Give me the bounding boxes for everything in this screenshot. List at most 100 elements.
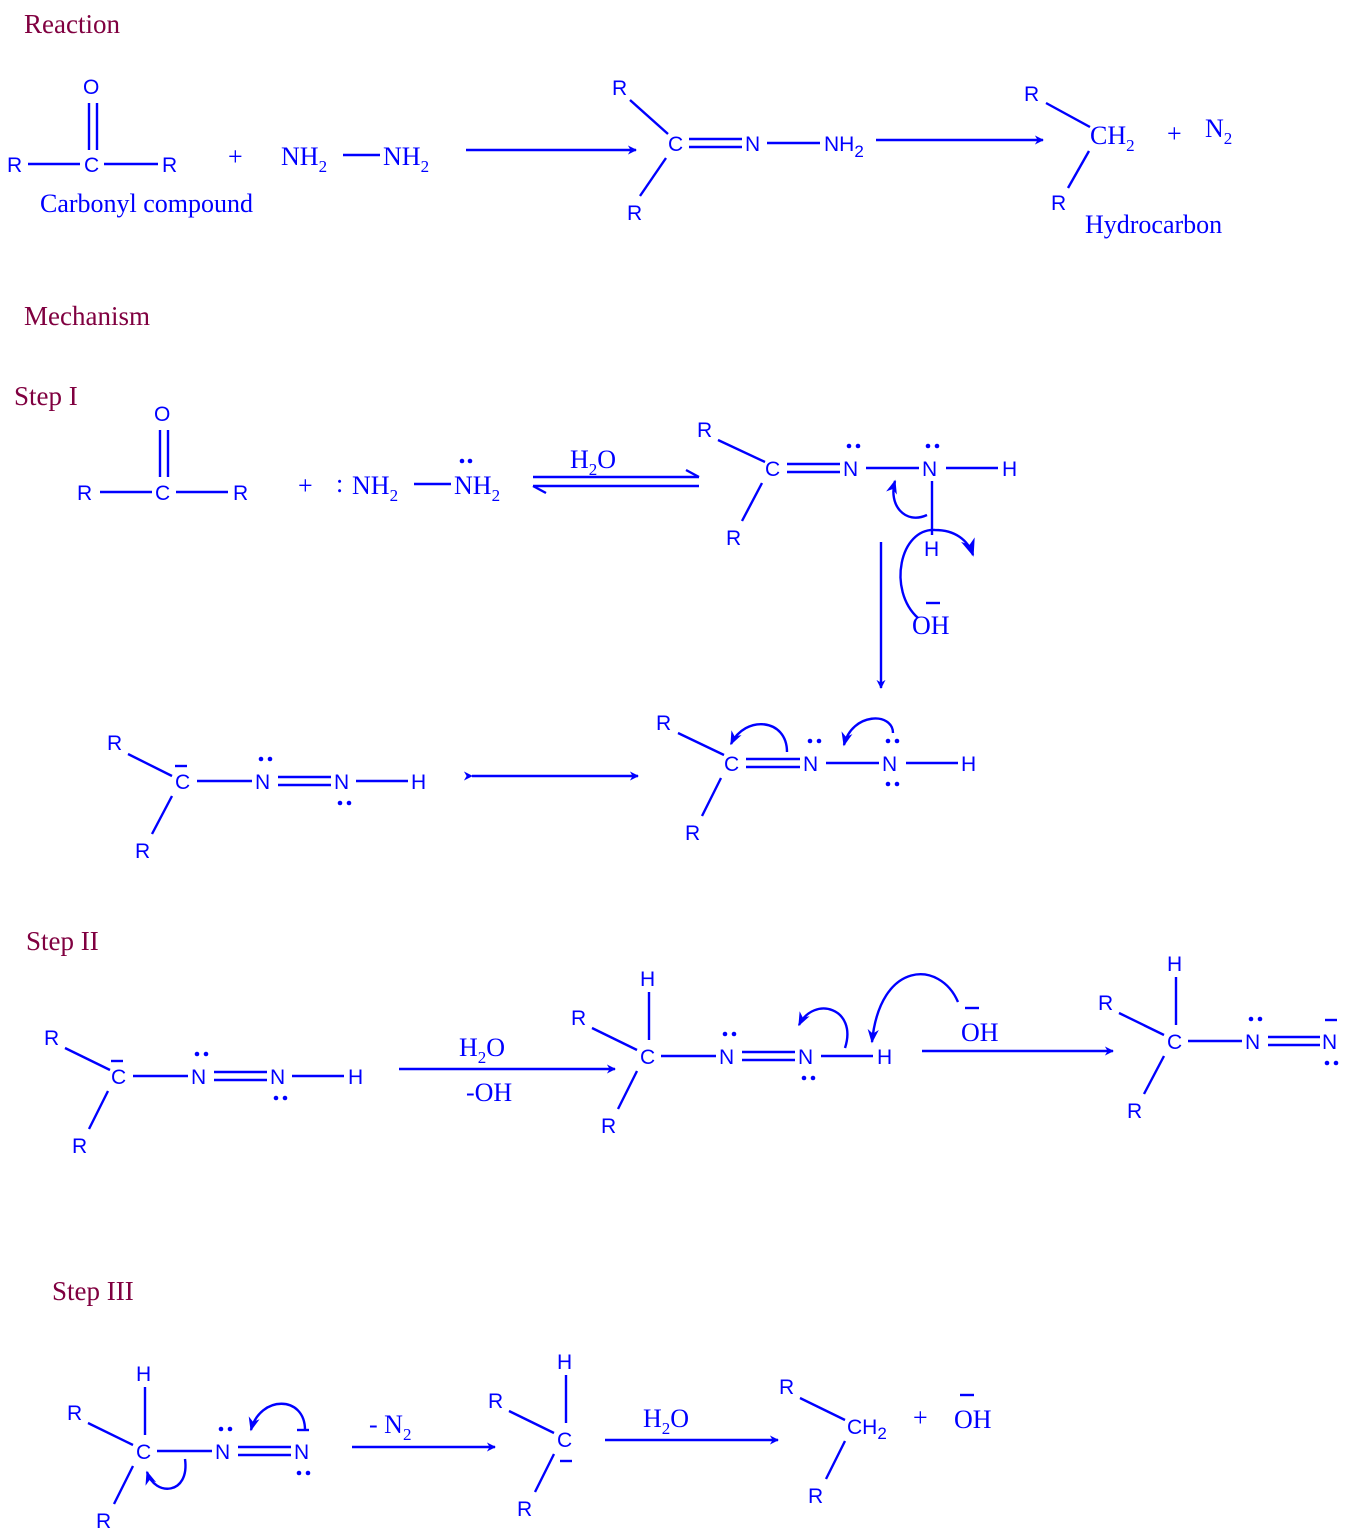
curved-arrow xyxy=(145,1458,187,1490)
svg-text:R: R xyxy=(77,482,92,505)
svg-text:R: R xyxy=(697,419,712,442)
svg-text:C: C xyxy=(136,1441,151,1464)
svg-text:C: C xyxy=(640,1046,655,1069)
heading-step-2: Step II xyxy=(26,926,99,956)
svg-text:+: + xyxy=(298,471,313,500)
svg-text:-OH: -OH xyxy=(466,1078,512,1107)
svg-text:R: R xyxy=(44,1027,59,1050)
step2-arrow-1: H2O -OH xyxy=(399,1033,616,1107)
hydroxide: OH xyxy=(912,611,950,640)
heading-step-3: Step III xyxy=(52,1276,134,1306)
svg-text:R: R xyxy=(627,202,642,225)
step1-hydrazine: : NH2 NH2 xyxy=(336,458,500,505)
curved-arrow xyxy=(867,973,960,1044)
heading-reaction: Reaction xyxy=(24,9,120,39)
caption-hydrocarbon: Hydrocarbon xyxy=(1085,210,1222,239)
curved-arrow xyxy=(797,1007,849,1049)
svg-text:H: H xyxy=(411,771,426,794)
product-nitrogen: N2 xyxy=(1205,114,1232,148)
svg-text:R: R xyxy=(1051,192,1066,215)
step3-arrow-2: H2O xyxy=(605,1404,779,1445)
svg-text:O: O xyxy=(154,403,170,426)
curved-arrow xyxy=(886,479,928,519)
svg-text:H2O: H2O xyxy=(459,1033,505,1067)
svg-text:H: H xyxy=(961,753,976,776)
svg-text:N: N xyxy=(719,1046,734,1069)
svg-text:R: R xyxy=(488,1390,503,1413)
step3-diazene: H R C R N N xyxy=(67,1363,311,1533)
svg-text:C: C xyxy=(111,1066,126,1089)
step3-arrow-1: - N2 xyxy=(352,1410,496,1452)
svg-text:N: N xyxy=(843,458,858,481)
svg-text:N: N xyxy=(1245,1031,1260,1054)
svg-text:R: R xyxy=(571,1007,586,1030)
svg-text:R: R xyxy=(601,1115,616,1138)
svg-text:C: C xyxy=(765,458,780,481)
svg-text:- N2: - N2 xyxy=(369,1410,411,1444)
svg-text:C: C xyxy=(155,482,170,505)
step2-arrow-2: OH xyxy=(922,1006,1114,1056)
caption-carbonyl: Carbonyl compound xyxy=(40,189,253,218)
svg-text:R: R xyxy=(685,822,700,845)
svg-text:H: H xyxy=(1002,458,1017,481)
product-hydrocarbon: R CH2 R Hydrocarbon xyxy=(1024,83,1222,239)
svg-text:H: H xyxy=(1167,953,1182,976)
svg-text:H2O: H2O xyxy=(643,1404,689,1438)
svg-text:H: H xyxy=(557,1351,572,1374)
svg-text:H: H xyxy=(924,538,939,561)
svg-text::: : xyxy=(336,469,343,498)
svg-text:CH2: CH2 xyxy=(847,1416,887,1443)
svg-text:H2O: H2O xyxy=(570,445,616,479)
svg-text:R: R xyxy=(808,1485,823,1508)
svg-text:N: N xyxy=(1322,1031,1337,1054)
svg-text:R: R xyxy=(656,712,671,735)
svg-text:N: N xyxy=(798,1046,813,1069)
svg-text:R: R xyxy=(233,482,248,505)
svg-text:N: N xyxy=(803,753,818,776)
curved-arrow xyxy=(248,1402,307,1432)
step3-carbanion: H R C R xyxy=(488,1351,572,1521)
svg-text:NH2: NH2 xyxy=(352,471,398,505)
svg-text:N: N xyxy=(922,458,937,481)
svg-text:R: R xyxy=(96,1510,111,1533)
step3-product: R CH2 R xyxy=(779,1376,887,1508)
svg-text:H: H xyxy=(640,968,655,991)
resonance-carbanion: R C R N N H xyxy=(107,732,426,863)
svg-text:C: C xyxy=(724,753,739,776)
svg-text:C: C xyxy=(1167,1031,1182,1054)
svg-text:N: N xyxy=(215,1441,230,1464)
svg-text:C: C xyxy=(175,771,190,794)
svg-text:H: H xyxy=(877,1046,892,1069)
svg-text:R: R xyxy=(612,77,627,100)
curved-arrow xyxy=(899,528,975,619)
step2-carbanion: R C R N N H xyxy=(44,1027,363,1158)
svg-text:N: N xyxy=(294,1441,309,1464)
curved-arrow xyxy=(729,723,789,753)
svg-text:H: H xyxy=(348,1066,363,1089)
equilibrium-arrow: H2O xyxy=(532,445,700,495)
svg-text:R: R xyxy=(67,1402,82,1425)
svg-text:N: N xyxy=(270,1066,285,1089)
reactant-hydrazine: NH2 NH2 xyxy=(281,142,429,176)
svg-text:N: N xyxy=(334,771,349,794)
step2-protonated: H R C R N N H xyxy=(571,968,892,1138)
svg-text:N: N xyxy=(191,1066,206,1089)
svg-text:R: R xyxy=(107,732,122,755)
svg-text:+: + xyxy=(913,1403,928,1432)
heading-mechanism: Mechanism xyxy=(24,301,150,331)
svg-text:NH2: NH2 xyxy=(281,142,327,176)
svg-text:NH2: NH2 xyxy=(383,142,429,176)
atom-c: C xyxy=(84,154,99,177)
svg-text:R: R xyxy=(517,1498,532,1521)
svg-text:OH: OH xyxy=(961,1018,999,1047)
svg-text:R: R xyxy=(1024,83,1039,106)
svg-text:R: R xyxy=(1127,1100,1142,1123)
svg-text:H: H xyxy=(136,1363,151,1386)
reactant-carbonyl: R C R O Carbonyl compound xyxy=(7,76,253,218)
svg-text:N: N xyxy=(255,771,270,794)
svg-text:CH2: CH2 xyxy=(1090,121,1135,155)
svg-text:N: N xyxy=(745,133,760,156)
atom-o: O xyxy=(83,76,99,99)
